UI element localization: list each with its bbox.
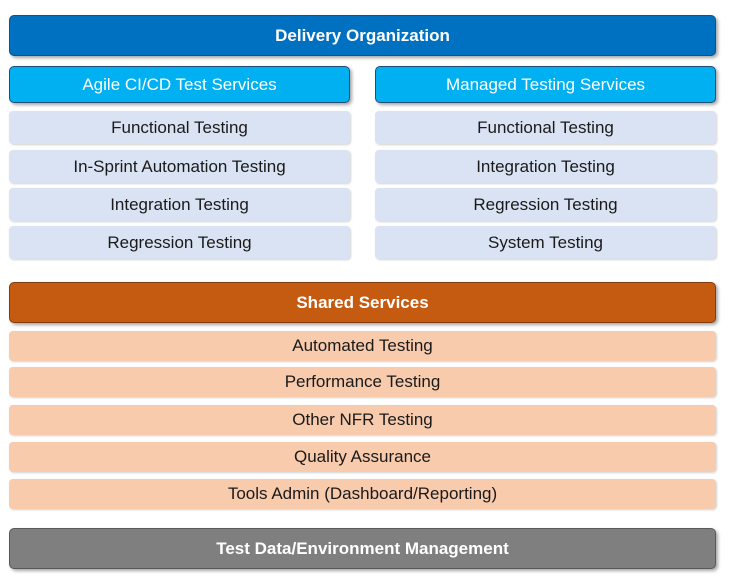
agile-services-header: Agile CI/CD Test Services xyxy=(9,66,350,103)
delivery-organization-label: Delivery Organization xyxy=(275,25,450,45)
agile-item-label: Integration Testing xyxy=(110,194,249,214)
agile-item-label: Functional Testing xyxy=(111,117,248,137)
shared-services-label: Shared Services xyxy=(296,292,429,312)
agile-services-label: Agile CI/CD Test Services xyxy=(82,74,277,94)
shared-item: Performance Testing xyxy=(9,367,716,397)
agile-item: Functional Testing xyxy=(9,111,350,144)
shared-item: Tools Admin (Dashboard/Reporting) xyxy=(9,479,716,509)
managed-item-label: Integration Testing xyxy=(476,156,615,176)
agile-item: Regression Testing xyxy=(9,226,350,259)
managed-item-label: System Testing xyxy=(488,232,603,252)
shared-item-label: Automated Testing xyxy=(292,336,433,355)
agile-item: Integration Testing xyxy=(9,188,350,221)
shared-item-label: Tools Admin (Dashboard/Reporting) xyxy=(227,484,498,503)
shared-item: Other NFR Testing xyxy=(9,405,716,435)
shared-item-label: Performance Testing xyxy=(284,372,441,391)
test-data-environment-box: Test Data/Environment Management xyxy=(9,528,716,569)
shared-item: Automated Testing xyxy=(9,331,716,361)
shared-item-label: Other NFR Testing xyxy=(292,410,433,429)
shared-services-header: Shared Services xyxy=(9,282,716,323)
managed-services-header: Managed Testing Services xyxy=(375,66,716,103)
managed-services-label: Managed Testing Services xyxy=(445,74,646,94)
managed-item: Functional Testing xyxy=(375,111,716,144)
managed-item: System Testing xyxy=(375,226,716,259)
delivery-organization-box: Delivery Organization xyxy=(9,15,716,56)
managed-item: Integration Testing xyxy=(375,150,716,183)
agile-item-label: In-Sprint Automation Testing xyxy=(73,156,286,176)
managed-item-label: Regression Testing xyxy=(473,194,618,214)
shared-item-label: Quality Assurance xyxy=(293,447,431,466)
agile-item: In-Sprint Automation Testing xyxy=(9,150,350,183)
managed-item-label: Functional Testing xyxy=(477,117,614,137)
managed-item: Regression Testing xyxy=(375,188,716,221)
test-data-environment-label: Test Data/Environment Management xyxy=(216,538,509,558)
agile-item-label: Regression Testing xyxy=(107,232,252,252)
shared-item: Quality Assurance xyxy=(9,442,716,472)
